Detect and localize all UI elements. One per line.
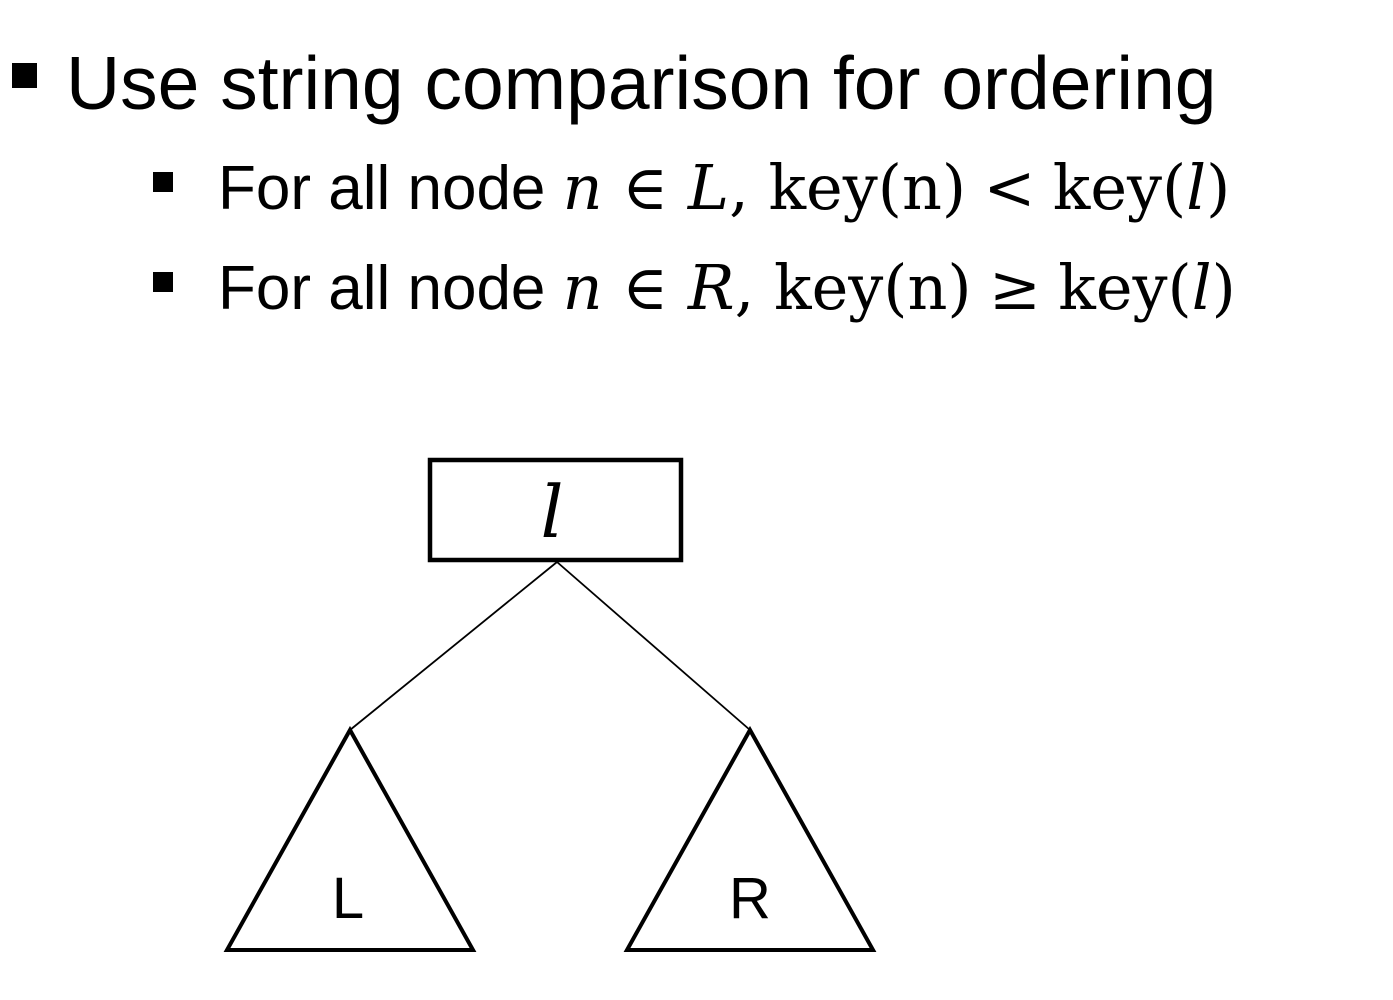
edge-root-to-left [349, 561, 558, 731]
right-subtree-label: R [729, 866, 771, 931]
math-var-R: R [687, 251, 735, 324]
right-subtree-triangle [623, 725, 877, 952]
close-paren-text: ) [1206, 151, 1231, 224]
sub-bullet-1-prefix: For all node [218, 154, 563, 223]
sub-bullet-square-icon [153, 272, 173, 292]
element-of-symbol: ∈ [602, 151, 688, 224]
sub-bullet-2-prefix: For all node [218, 254, 563, 323]
main-bullet-text: Use string comparison for ordering [66, 41, 1217, 125]
bullet-square-icon [12, 63, 37, 88]
key-open-text: key( [1052, 151, 1187, 224]
root-node-label: l [540, 470, 563, 554]
math-var-l: l [1186, 151, 1207, 224]
math-var-l: l [1191, 251, 1212, 324]
root-node-box [427, 457, 684, 563]
math-var-n: n [562, 251, 603, 324]
key-open-text: key( [1058, 251, 1192, 324]
math-var-n: n [562, 151, 603, 224]
left-subtree-triangle [223, 725, 477, 952]
math-var-L: L [687, 151, 730, 224]
key-n-text: , key(n) [734, 251, 972, 324]
left-subtree-label: L [332, 866, 364, 931]
key-n-text: , key(n) [729, 151, 967, 224]
less-than-operator: < [983, 151, 1036, 224]
close-paren-text: ) [1211, 251, 1236, 324]
element-of-symbol: ∈ [602, 251, 688, 324]
sub-bullet-2: For all node n ∈ R, key(n)≥key(l) [218, 257, 1236, 320]
sub-bullet-1: For all node n ∈ L, key(n)<key(l) [218, 157, 1230, 220]
greater-equal-operator: ≥ [988, 251, 1041, 324]
sub-bullet-square-icon [153, 172, 173, 192]
edge-root-to-right [556, 561, 751, 731]
